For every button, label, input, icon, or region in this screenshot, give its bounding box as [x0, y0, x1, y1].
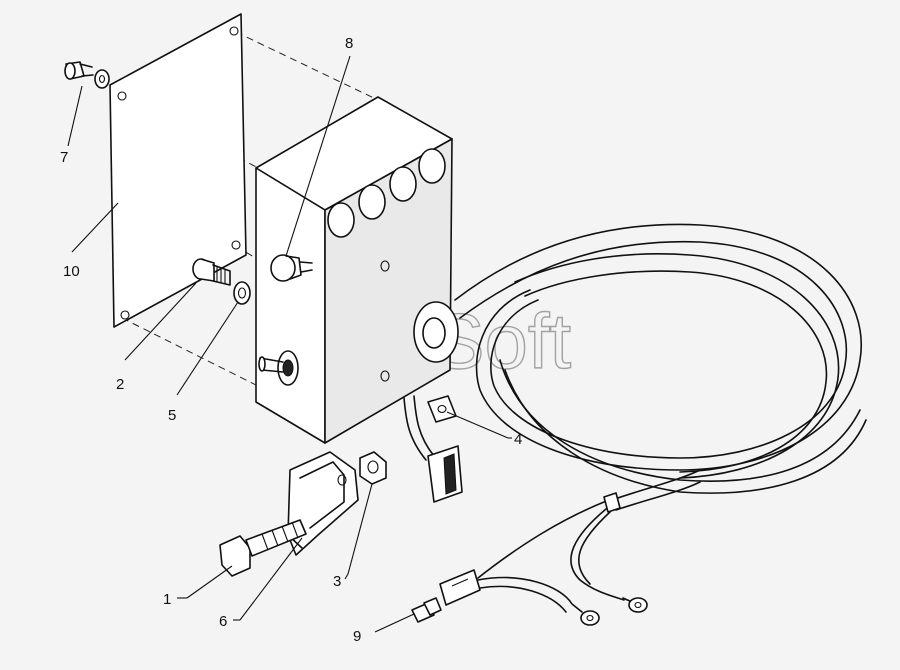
callout-3: 3 — [333, 573, 341, 590]
callout-7: 7 — [60, 149, 68, 166]
fuse — [411, 597, 442, 623]
lock-washer — [233, 281, 251, 305]
callout-labels: 7 10 2 5 8 4 1 6 3 9 — [60, 35, 522, 645]
callout-1: 1 — [163, 591, 171, 608]
callout-8: 8 — [345, 35, 353, 52]
callout-2: 2 — [116, 376, 124, 393]
callout-9: 9 — [353, 628, 361, 645]
cable-clip — [403, 395, 463, 503]
bolt — [219, 519, 307, 577]
screw — [64, 61, 94, 80]
callout-6: 6 — [219, 613, 227, 630]
callout-5: 5 — [168, 407, 176, 424]
callout-4: 4 — [514, 431, 522, 448]
mounting-bracket — [287, 451, 359, 556]
washer — [94, 69, 110, 89]
leader-lines — [67, 55, 512, 633]
toggle-switch — [258, 350, 299, 386]
callout-10: 10 — [63, 263, 80, 280]
nut — [359, 451, 387, 485]
cover-plate — [109, 13, 247, 328]
junction-box — [255, 96, 459, 444]
wiring-harness — [439, 223, 867, 626]
mounting-screw — [192, 258, 231, 286]
